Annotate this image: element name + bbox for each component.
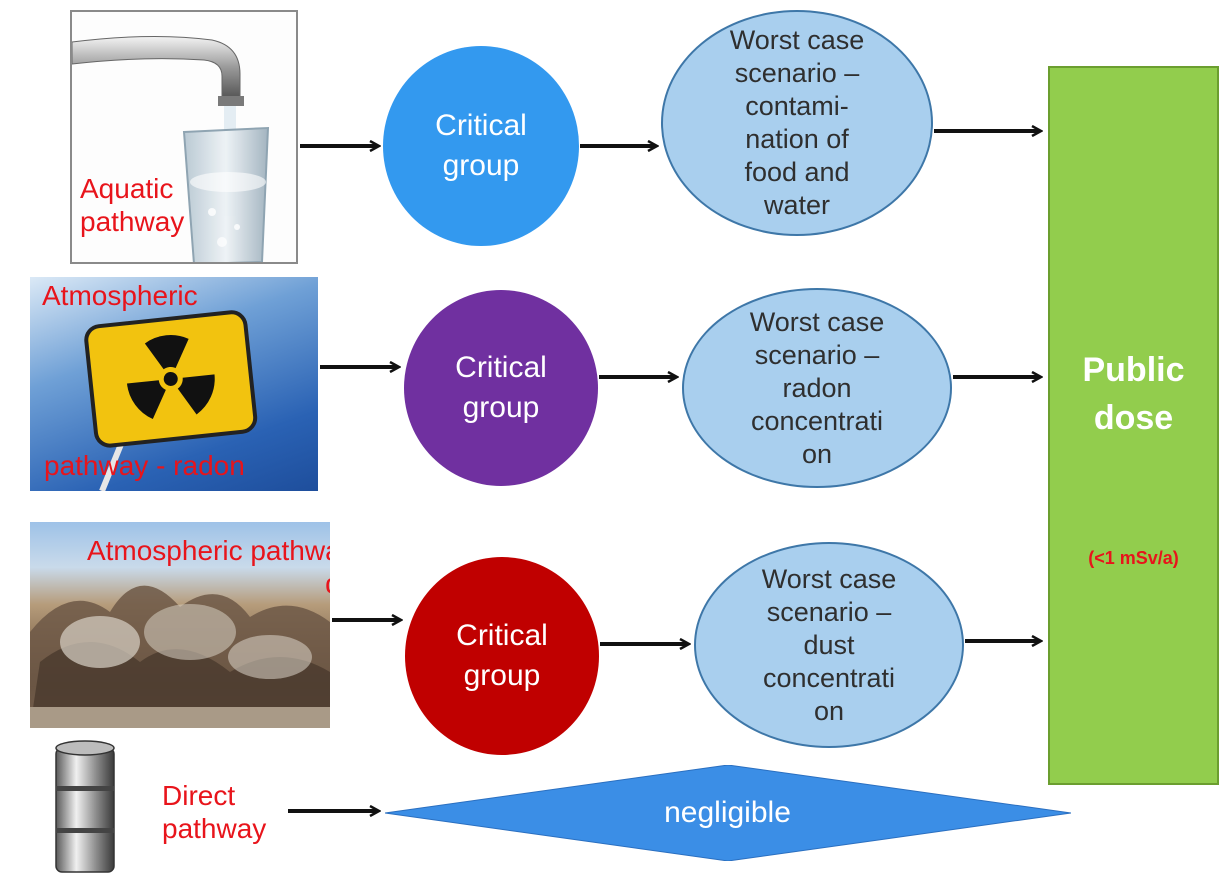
critical-group-label: Critical group: [455, 351, 547, 424]
scenario-label: Worst case scenario – contami- nation of…: [729, 25, 865, 220]
critical-group-dust: Critical group: [405, 557, 599, 755]
scenario-food-water: Worst case scenario – contami- nation of…: [661, 10, 933, 236]
atmospheric-radon-label-bottom: pathway - radon: [44, 450, 245, 481]
radiation-sign-icon: [84, 310, 258, 491]
public-dose-limit: (<1 mSv/a): [1088, 548, 1179, 568]
direct-pathway-label: Direct pathway: [162, 780, 267, 844]
critical-group-radon: Critical group: [404, 290, 598, 486]
aquatic-pathway-image: Aquatic pathway: [70, 10, 298, 264]
negligible-label: negligible: [664, 796, 791, 829]
scenario-radon: Worst case scenario – radon concentrati …: [682, 288, 952, 488]
atmospheric-dust-label: Atmospheric pathway – dust: [86, 535, 330, 599]
mine-blast-photo: [30, 585, 330, 728]
critical-group-label: Critical group: [456, 619, 548, 692]
scenario-dust: Worst case scenario – dust concentrati o…: [694, 542, 964, 748]
atmospheric-radon-label-top: Atmospheric: [42, 280, 198, 311]
scenario-label: Worst case scenario – dust concentrati o…: [761, 563, 897, 726]
water-tap-icon: [72, 35, 270, 262]
atmospheric-dust-image: Atmospheric pathway – dust: [30, 522, 330, 728]
critical-group-label: Critical group: [435, 109, 527, 182]
critical-group-aquatic: Critical group: [383, 46, 579, 246]
public-dose-title: Public dose: [1082, 351, 1185, 437]
oil-barrel-image: [50, 738, 120, 878]
negligible-diamond: [385, 765, 1071, 861]
oil-barrel-icon: [55, 740, 115, 873]
scenario-label: Worst case scenario – radon concentrati …: [749, 306, 885, 469]
public-dose-box: Public dose (<1 mSv/a): [1048, 66, 1219, 785]
atmospheric-radon-image: Atmospheric pathway - radon: [30, 277, 318, 491]
aquatic-pathway-label: Aquatic pathway: [80, 173, 185, 237]
